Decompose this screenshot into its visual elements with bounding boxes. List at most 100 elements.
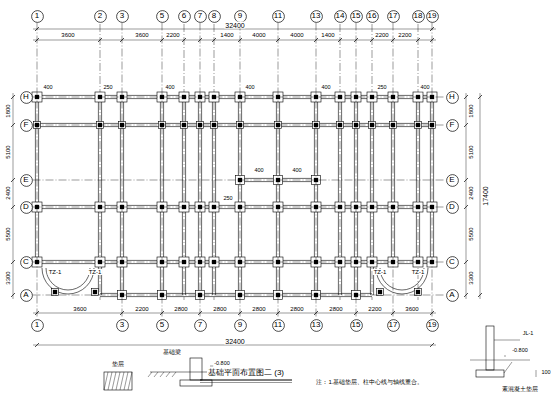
bay-beam bbox=[42, 268, 94, 294]
bubble-circle bbox=[446, 289, 458, 301]
bubble-circle bbox=[446, 119, 458, 131]
axis-number: E bbox=[23, 176, 28, 184]
footing-dimension: 400 bbox=[244, 85, 255, 91]
dimension-tick bbox=[11, 95, 15, 99]
bubble-circle bbox=[412, 10, 424, 22]
dimension: 2800 bbox=[173, 306, 188, 312]
dimension-tick bbox=[464, 293, 468, 297]
axis-line bbox=[122, 23, 123, 319]
axis-bubble: F bbox=[446, 119, 459, 132]
axis-line bbox=[240, 23, 241, 319]
bubble-circle bbox=[234, 10, 246, 22]
axis-number: 8 bbox=[212, 12, 216, 20]
axis-bubble: 11 bbox=[272, 319, 285, 332]
drawing-title: 基础平面布置图二 (3) bbox=[207, 369, 285, 377]
axis-line bbox=[393, 23, 394, 319]
stair-column-tag: TZ-1 bbox=[88, 269, 103, 275]
dimension: 2200 bbox=[165, 32, 180, 38]
bubble-circle bbox=[366, 10, 378, 22]
pad-footing bbox=[92, 289, 99, 296]
dimension: 3600 bbox=[134, 32, 149, 38]
dimension-tick bbox=[478, 293, 482, 297]
bubble-circle bbox=[446, 91, 458, 103]
dimension: 5100 bbox=[468, 144, 474, 159]
axis-number: D bbox=[23, 203, 29, 211]
plan-strokes bbox=[11, 24, 536, 390]
footing-dimension: 400 bbox=[253, 168, 264, 174]
axis-bubble: D bbox=[20, 201, 33, 214]
stair-column-tag: TZ-1 bbox=[48, 269, 63, 275]
dimension: 2400 bbox=[5, 185, 11, 200]
dimension: 1400 bbox=[219, 32, 234, 38]
axis-bubble: D bbox=[446, 201, 459, 214]
axis-number: 1 bbox=[35, 12, 39, 20]
dimension-tick bbox=[182, 38, 186, 42]
detail-label: 素混凝土垫层 bbox=[501, 387, 539, 393]
dimension-line bbox=[33, 40, 436, 41]
bubble-circle bbox=[178, 10, 190, 22]
axis-number: 9 bbox=[238, 321, 242, 329]
footing-section bbox=[476, 370, 504, 377]
dimension-line bbox=[33, 29, 436, 30]
axis-bubble: 13 bbox=[310, 10, 323, 23]
axis-number: 17 bbox=[389, 12, 398, 20]
axis-number: 16 bbox=[368, 12, 377, 20]
overall-dimension: 17400 bbox=[482, 185, 489, 206]
axis-bubble: F bbox=[20, 119, 33, 132]
axis-bubble: 3 bbox=[116, 10, 129, 23]
dimension-line bbox=[480, 93, 481, 299]
hatch-stroke bbox=[124, 372, 128, 390]
bubble-circle bbox=[20, 91, 32, 103]
axis-number: F bbox=[450, 121, 455, 129]
bubble-circle bbox=[31, 10, 43, 22]
hatch-stroke bbox=[108, 372, 112, 390]
ground-hatch bbox=[148, 372, 152, 377]
axis-bubble: 6 bbox=[178, 10, 191, 23]
bubble-circle bbox=[116, 319, 128, 331]
overall-dimension: 32400 bbox=[224, 338, 245, 345]
dimension-tick bbox=[464, 205, 468, 209]
dimension: 3600 bbox=[404, 306, 419, 312]
dimension: 100 bbox=[540, 370, 551, 376]
hatch-stroke bbox=[112, 372, 116, 390]
bubble-circle bbox=[156, 10, 168, 22]
bubble-circle bbox=[387, 10, 399, 22]
axis-line bbox=[33, 180, 446, 181]
bubble-circle bbox=[116, 10, 128, 22]
dimension-line bbox=[13, 93, 14, 299]
axis-line bbox=[356, 23, 357, 319]
dimension: 2800 bbox=[328, 306, 343, 312]
footing-dimension: 250 bbox=[102, 85, 113, 91]
axis-bubble: 1 bbox=[31, 319, 44, 332]
column bbox=[53, 290, 57, 294]
axis-line bbox=[432, 23, 433, 319]
dimension: 2800 bbox=[251, 306, 266, 312]
axis-bubble: H bbox=[446, 91, 459, 104]
axis-number: 7 bbox=[198, 12, 202, 20]
axis-bubble: 14 bbox=[334, 10, 347, 23]
axis-bubble: C bbox=[20, 256, 33, 269]
axis-number: 19 bbox=[428, 12, 437, 20]
hatch-stroke bbox=[116, 372, 120, 390]
bubble-circle bbox=[446, 201, 458, 213]
title-underline bbox=[200, 382, 292, 383]
ground-hatch bbox=[172, 372, 176, 377]
axis-number: C bbox=[449, 258, 455, 266]
bubble-circle bbox=[20, 119, 32, 131]
detail-label: JL-1 bbox=[522, 331, 535, 337]
dimension-tick bbox=[11, 123, 15, 127]
axis-number: 2 bbox=[98, 12, 102, 20]
bubble-circle bbox=[310, 10, 322, 22]
dimension-tick bbox=[464, 178, 468, 182]
axis-bubble: 7 bbox=[194, 319, 207, 332]
bay-beam bbox=[46, 268, 90, 290]
dimension-tick bbox=[430, 343, 434, 347]
axis-bubble: 17 bbox=[387, 319, 400, 332]
dimension-line bbox=[33, 313, 436, 314]
detail-label: 垫层 bbox=[111, 361, 125, 367]
dimension-tick bbox=[370, 38, 374, 42]
axis-number: A bbox=[23, 291, 28, 299]
axis-number: 17 bbox=[389, 321, 398, 329]
